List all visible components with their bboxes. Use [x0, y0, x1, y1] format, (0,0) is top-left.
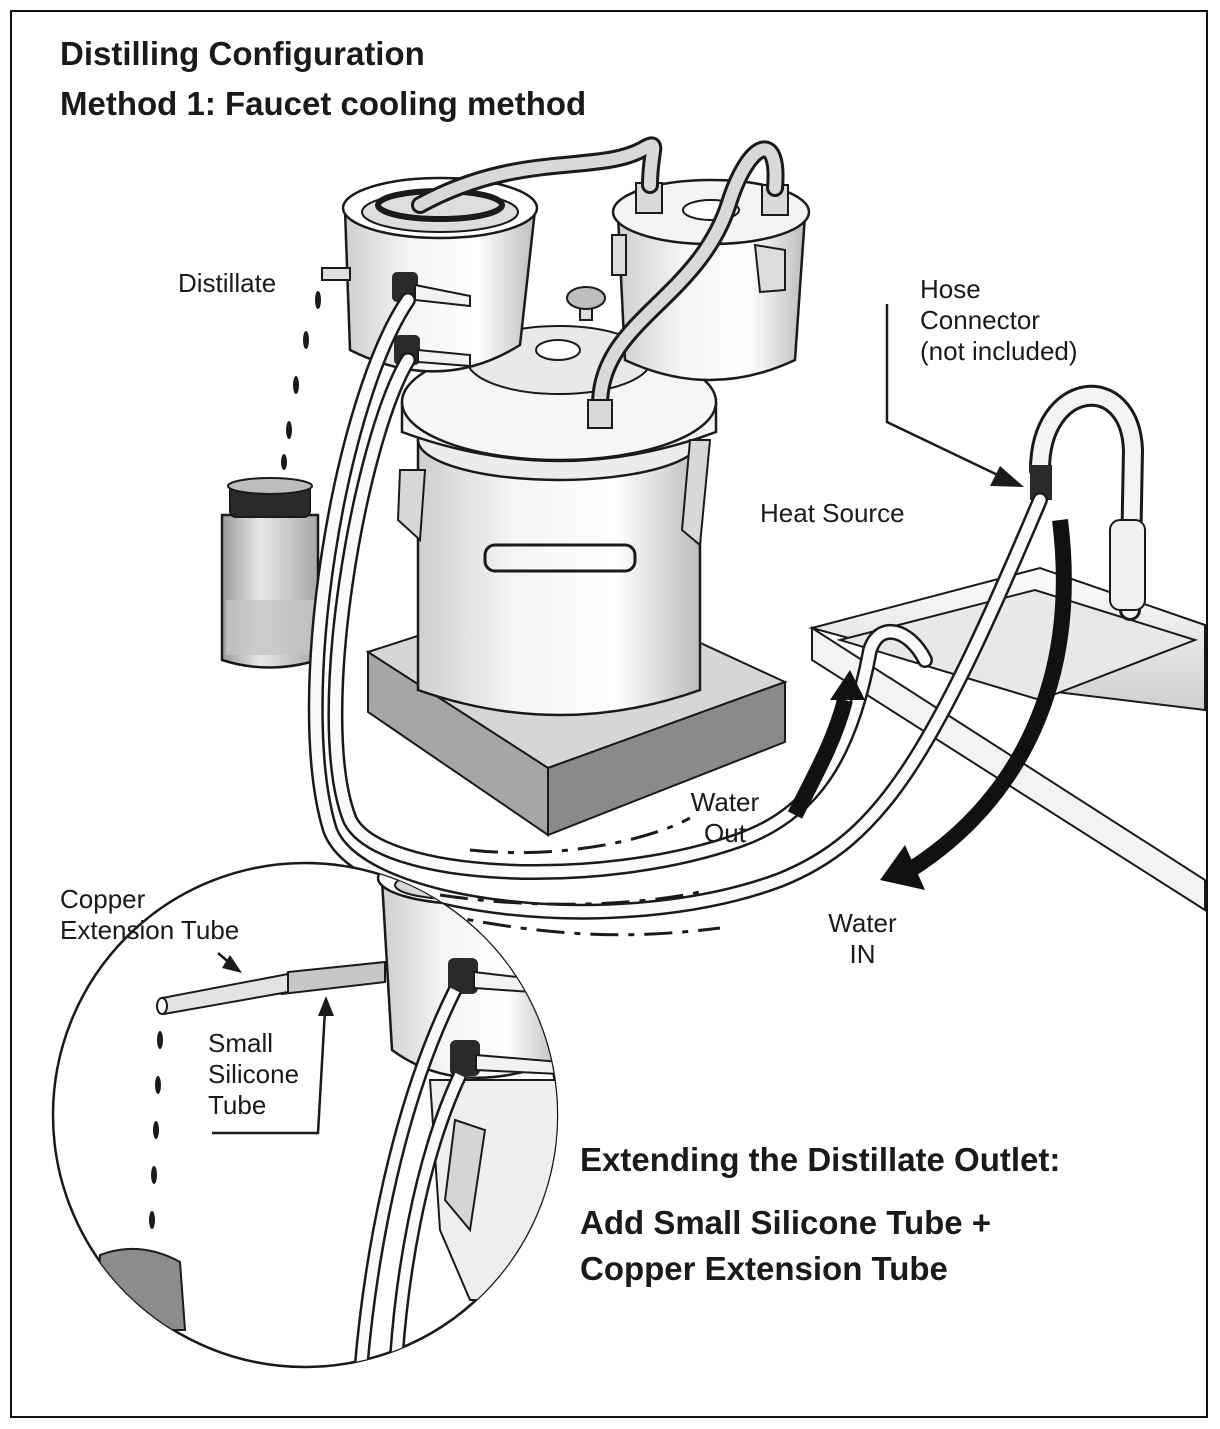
diagram-border — [10, 10, 1208, 1418]
label-hose-connector: Hose Connector (not included) — [920, 274, 1078, 366]
faucet — [1029, 384, 1146, 621]
label-distillate: Distillate — [178, 268, 277, 298]
water-hoses — [307, 292, 1048, 920]
distillate-drops — [281, 291, 321, 470]
thumper-pot — [611, 178, 811, 382]
label-small-silicone-tube: Small Silicone Tube — [208, 1028, 300, 1120]
label-heat-source: Heat Source — [760, 498, 905, 528]
callout-body: Add Small Silicone Tube + Copper Extensi… — [580, 1204, 992, 1287]
label-water-in: Water IN — [828, 908, 897, 969]
label-water-out: Water Out — [690, 787, 760, 848]
hose-dashes — [429, 816, 721, 937]
water-out-arrow — [787, 670, 865, 819]
water-in-arrow — [880, 519, 1072, 890]
label-copper-extension-tube: Copper Extension Tube — [60, 884, 240, 945]
hose-connector-leader — [885, 304, 1024, 487]
sink — [808, 566, 1206, 912]
callout-heading: Extending the Distillate Outlet: — [580, 1141, 1061, 1178]
vapor-tubes — [411, 136, 785, 429]
boiler-pot — [396, 286, 718, 717]
diagram-title: Distilling Configuration — [60, 35, 425, 72]
diagram-subtitle: Method 1: Faucet cooling method — [60, 85, 587, 122]
collection-jar — [220, 477, 320, 669]
